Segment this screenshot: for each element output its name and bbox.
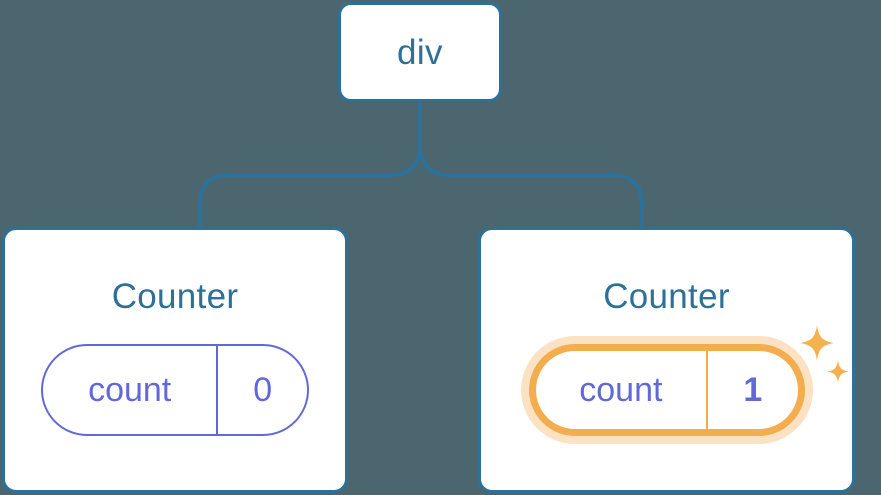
state-pill-wrapper: count 0 [41,344,309,436]
component-title: Counter [603,277,730,316]
component-card-counter-left[interactable]: Counter count 0 [2,227,348,493]
state-pill[interactable]: count 0 [41,344,309,436]
state-key: count [579,371,663,409]
state-pill-wrapper: count 1 [528,344,805,436]
component-card-counter-right[interactable]: Counter count 1 [478,227,855,493]
root-node-label: div [397,32,443,72]
state-value: 0 [216,346,307,434]
root-node-div[interactable]: div [338,2,502,102]
component-title: Counter [111,277,239,316]
state-key: count [88,371,172,409]
state-pill-highlighted[interactable]: count 1 [528,344,805,436]
state-value: 1 [706,351,797,429]
